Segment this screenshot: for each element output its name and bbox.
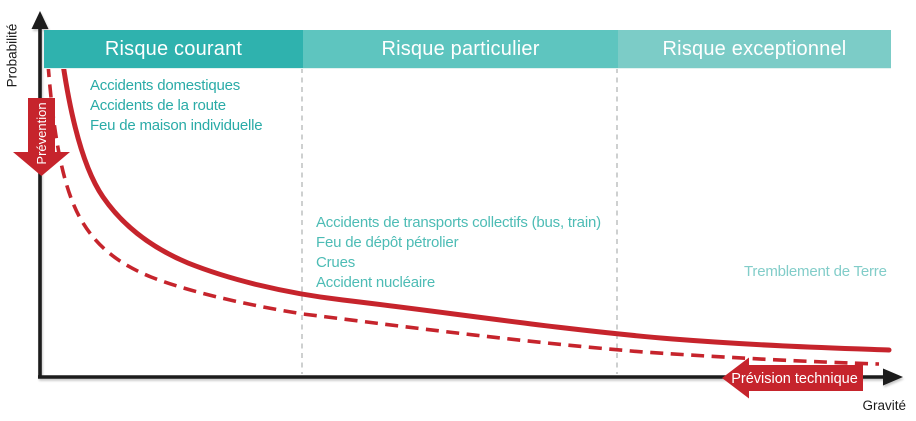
prevision-label: Prévision technique	[731, 371, 858, 387]
zone-band-risque-courant: Risque courant	[44, 30, 303, 69]
risk-item: Feu de dépôt pétrolier	[316, 234, 459, 251]
x-axis-arrowhead-icon	[883, 368, 903, 386]
probability-axis-label: Probabilité	[4, 23, 20, 88]
risk-item: Accidents de la route	[90, 97, 226, 114]
zone-title: Risque particulier	[381, 37, 540, 60]
zone-title: Risque exceptionnel	[662, 37, 847, 60]
risk-item: Crues	[316, 254, 356, 271]
zone-title: Risque courant	[104, 37, 243, 60]
zone-band-risque-exceptionnel: Risque exceptionnel	[618, 30, 891, 69]
gravity-axis-label: Gravité	[862, 398, 906, 413]
y-axis-arrowhead-icon	[31, 11, 49, 29]
prevention-arrow-icon	[13, 98, 70, 176]
risk-item: Tremblement de Terre	[744, 263, 887, 280]
prevision-arrow-icon	[722, 357, 863, 399]
zone-items-risque-exceptionnel: Tremblement de Terre	[744, 262, 887, 282]
prevention-label: Prévention	[34, 102, 49, 165]
risk-item: Accidents domestiques	[90, 77, 241, 94]
risk-curve-solid	[60, 61, 892, 353]
zone-items-risque-courant: Accidents domestiques Accidents de la ro…	[90, 76, 263, 136]
zone-band-risque-particulier: Risque particulier	[303, 30, 618, 69]
risk-item: Accident nucléaire	[316, 274, 435, 291]
risk-item: Accidents de transports collectifs (bus,…	[316, 214, 601, 231]
risk-item: Feu de maison individuelle	[90, 117, 263, 134]
zone-items-risque-particulier: Accidents de transports collectifs (bus,…	[316, 213, 601, 293]
risk-curve-dashed	[46, 63, 880, 366]
